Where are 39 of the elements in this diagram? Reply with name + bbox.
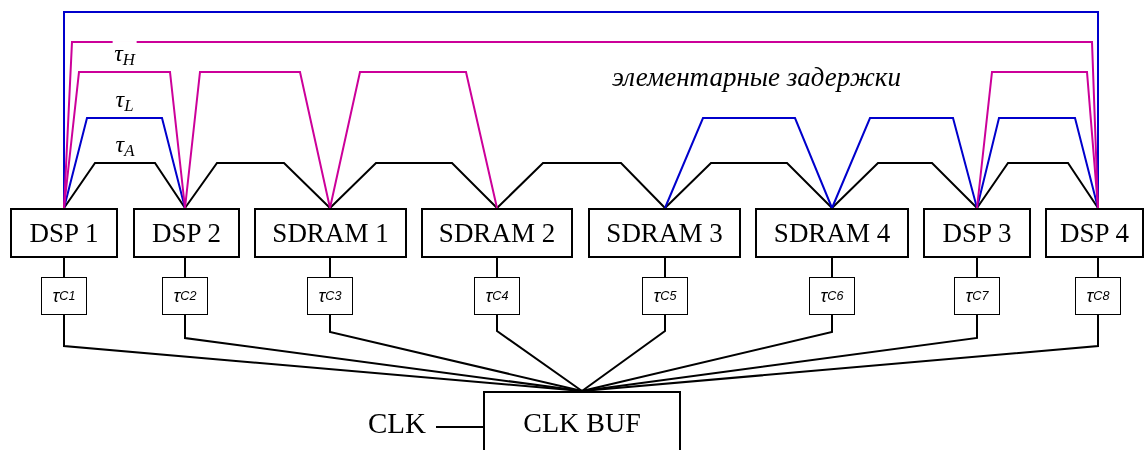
connector-line bbox=[976, 162, 1099, 209]
chip-box: DSP 2 bbox=[133, 208, 240, 258]
connector-line bbox=[831, 162, 978, 209]
connector-line bbox=[664, 117, 833, 209]
connector-line bbox=[63, 257, 65, 278]
clock-buffer-box: CLK BUF bbox=[483, 391, 681, 450]
connector-line bbox=[184, 71, 331, 209]
connector-line bbox=[184, 162, 331, 209]
connector-line bbox=[329, 71, 498, 209]
connector-line bbox=[581, 314, 666, 392]
chip-box: SDRAM 3 bbox=[588, 208, 741, 258]
connector-line bbox=[329, 162, 498, 209]
connector-line bbox=[976, 257, 978, 278]
chip-box: SDRAM 1 bbox=[254, 208, 407, 258]
connector-line bbox=[329, 257, 331, 278]
connector-line bbox=[1097, 257, 1099, 278]
chip-box: SDRAM 2 bbox=[421, 208, 573, 258]
connector-line bbox=[63, 162, 186, 209]
connector-line bbox=[664, 257, 666, 278]
connector-line bbox=[184, 257, 186, 278]
connector-line bbox=[581, 314, 833, 392]
chip-box: DSP 1 bbox=[10, 208, 118, 258]
connector-line bbox=[63, 41, 1099, 209]
connector-line bbox=[435, 426, 484, 428]
connector-line bbox=[831, 257, 833, 278]
chip-box: DSP 3 bbox=[923, 208, 1031, 258]
connector-line bbox=[496, 314, 583, 392]
connector-line bbox=[496, 257, 498, 278]
signal-label: CLK bbox=[362, 402, 432, 444]
connector-line bbox=[496, 162, 666, 209]
connector-line bbox=[63, 117, 186, 209]
chip-box: DSP 4 bbox=[1045, 208, 1144, 258]
connector-line bbox=[831, 117, 978, 209]
connector-line bbox=[664, 162, 833, 209]
connector-line bbox=[976, 71, 1099, 209]
note-text: элементарные задержки bbox=[612, 62, 901, 93]
connector-line bbox=[329, 314, 583, 392]
connector-line bbox=[976, 117, 1099, 209]
chip-box: SDRAM 4 bbox=[755, 208, 909, 258]
